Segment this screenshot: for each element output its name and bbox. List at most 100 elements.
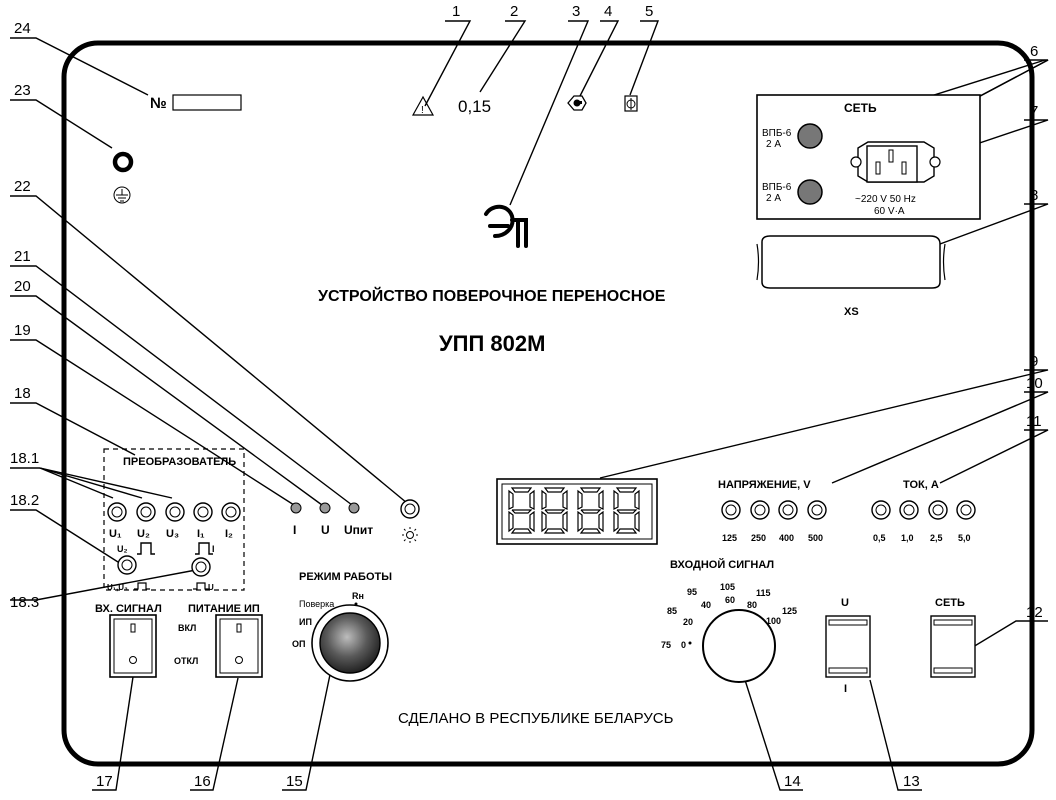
certification-mark-icon bbox=[567, 95, 587, 111]
callout-10: 10 bbox=[1026, 375, 1043, 392]
panel-outline bbox=[61, 40, 1035, 767]
converter-i-label: I bbox=[212, 544, 215, 554]
converter-label-i1: I₁ bbox=[197, 528, 205, 540]
converter-label-i2: I₂ bbox=[225, 528, 233, 540]
current-value-5-0: 5,0 bbox=[958, 533, 971, 543]
serial-label: № bbox=[150, 95, 167, 112]
ground-terminal[interactable] bbox=[112, 151, 134, 173]
pulse-icon bbox=[195, 542, 213, 555]
seven-segment-digits bbox=[508, 487, 640, 534]
callout-14: 14 bbox=[784, 773, 801, 790]
voltage-value-400: 400 bbox=[779, 533, 794, 543]
mains-switch[interactable] bbox=[930, 615, 976, 678]
voltage-terminal-500[interactable] bbox=[807, 500, 827, 520]
converter-terminal-u2[interactable] bbox=[136, 502, 156, 522]
svg-text:75: 75 bbox=[661, 640, 671, 650]
current-terminals bbox=[871, 500, 976, 520]
svg-text:60: 60 bbox=[725, 595, 735, 605]
device-title: УСТРОЙСТВО ПОВЕРОЧНОЕ ПЕРЕНОСНОЕ bbox=[318, 286, 666, 305]
voltage-terminal-250[interactable] bbox=[750, 500, 770, 520]
led-i-indicator bbox=[290, 502, 302, 514]
callout-18-3: 18.3 bbox=[10, 594, 39, 611]
current-terminal-1-0[interactable] bbox=[899, 500, 919, 520]
converter-terminal-u3[interactable] bbox=[165, 502, 185, 522]
callout-13: 13 bbox=[903, 773, 920, 790]
converter-terminal-i2[interactable] bbox=[221, 502, 241, 522]
callout-9: 9 bbox=[1030, 353, 1038, 370]
converter-u-label: U bbox=[208, 583, 214, 592]
led-i-label: I bbox=[293, 523, 296, 537]
power-inlet[interactable] bbox=[850, 141, 941, 183]
converter-label-u3: U₃ bbox=[166, 528, 179, 540]
callout-23: 23 bbox=[14, 82, 31, 99]
svg-text:40: 40 bbox=[701, 600, 711, 610]
callout-19: 19 bbox=[14, 322, 31, 339]
svg-text:115: 115 bbox=[756, 588, 771, 598]
sun-icon bbox=[402, 527, 418, 543]
pulse-icon bbox=[193, 582, 209, 590]
xs-connector[interactable] bbox=[761, 235, 941, 289]
mains-spec2: 60 V·A bbox=[874, 206, 905, 217]
fuse1-label: ВПБ-6 bbox=[762, 128, 792, 139]
converter-terminal-pulse-u[interactable] bbox=[117, 555, 137, 575]
current-terminal-5-0[interactable] bbox=[956, 500, 976, 520]
callout-20: 20 bbox=[14, 278, 31, 295]
converter-u1u3-label: U₁,U₃ bbox=[107, 583, 128, 592]
led-upit-indicator bbox=[348, 502, 360, 514]
serial-plate bbox=[172, 94, 242, 111]
svg-text:20: 20 bbox=[683, 617, 693, 627]
vx-signal-label: ВХ. СИГНАЛ bbox=[95, 603, 162, 615]
svg-text:80: 80 bbox=[747, 600, 757, 610]
current-terminal-0-5[interactable] bbox=[871, 500, 891, 520]
pulse-icon bbox=[134, 582, 150, 590]
converter-terminals bbox=[107, 502, 241, 522]
callout-16: 16 bbox=[194, 773, 211, 790]
voltage-terminal-400[interactable] bbox=[778, 500, 798, 520]
switch-off-label: ОТКЛ bbox=[174, 656, 198, 666]
current-terminal-2-5[interactable] bbox=[928, 500, 948, 520]
callout-22: 22 bbox=[14, 178, 31, 195]
converter-terminal-i1[interactable] bbox=[193, 502, 213, 522]
mode-position-ip: ИП bbox=[299, 617, 312, 627]
callout-3: 3 bbox=[572, 3, 580, 20]
converter-label-u1: U₁ bbox=[109, 528, 122, 540]
mode-title: РЕЖИМ РАБОТЫ bbox=[299, 571, 392, 583]
current-value-0-5: 0,5 bbox=[873, 533, 886, 543]
mode-knob[interactable] bbox=[319, 612, 381, 674]
pitanie-label: ПИТАНИЕ ИП bbox=[188, 603, 260, 615]
callout-21: 21 bbox=[14, 248, 31, 265]
callout-5: 5 bbox=[645, 3, 653, 20]
fuse1-rating: 2 А bbox=[766, 139, 781, 150]
voltage-terminal-125[interactable] bbox=[721, 500, 741, 520]
voltage-value-250: 250 bbox=[751, 533, 766, 543]
fuse2-label: ВПБ-6 bbox=[762, 182, 792, 193]
current-value-2-5: 2,5 bbox=[930, 533, 943, 543]
illumination-terminal[interactable] bbox=[400, 499, 420, 519]
input-signal-scale: 75 0 20 85 40 95 60 105 80 115 100 125 bbox=[661, 582, 797, 650]
callout-numbers: 1 2 3 4 5 6 7 8 9 10 11 12 13 14 15 16 1… bbox=[10, 3, 1043, 790]
input-signal-title: ВХОДНОЙ СИГНАЛ bbox=[670, 558, 774, 571]
callout-15: 15 bbox=[286, 773, 303, 790]
callout-8: 8 bbox=[1030, 187, 1038, 204]
ui-switch[interactable] bbox=[825, 615, 871, 678]
callout-11: 11 bbox=[1026, 413, 1042, 430]
fuse1-holder[interactable] bbox=[797, 123, 823, 149]
callout-18-1: 18.1 bbox=[10, 450, 39, 467]
svg-text:85: 85 bbox=[667, 606, 677, 616]
accuracy-class: 0,15 bbox=[458, 97, 491, 116]
ui-switch-label-top: U bbox=[841, 597, 849, 609]
manufacturer-logo-icon bbox=[484, 204, 528, 248]
converter-terminal-pulse-i[interactable] bbox=[191, 557, 211, 577]
callout-24: 24 bbox=[14, 20, 31, 37]
svg-text:95: 95 bbox=[687, 587, 697, 597]
mode-position-poverka: Поверка bbox=[299, 599, 334, 609]
fuse2-rating: 2 А bbox=[766, 193, 781, 204]
mains-switch-label: СЕТЬ bbox=[935, 597, 965, 609]
device-model: УПП 802М bbox=[439, 331, 545, 356]
callout-6: 6 bbox=[1030, 43, 1038, 60]
converter-block bbox=[103, 448, 245, 591]
converter-terminal-u1[interactable] bbox=[107, 502, 127, 522]
fuse2-holder[interactable] bbox=[797, 179, 823, 205]
converter-title: ПРЕОБРАЗОВАТЕЛЬ bbox=[123, 456, 236, 468]
input-signal-knob[interactable] bbox=[702, 609, 776, 683]
